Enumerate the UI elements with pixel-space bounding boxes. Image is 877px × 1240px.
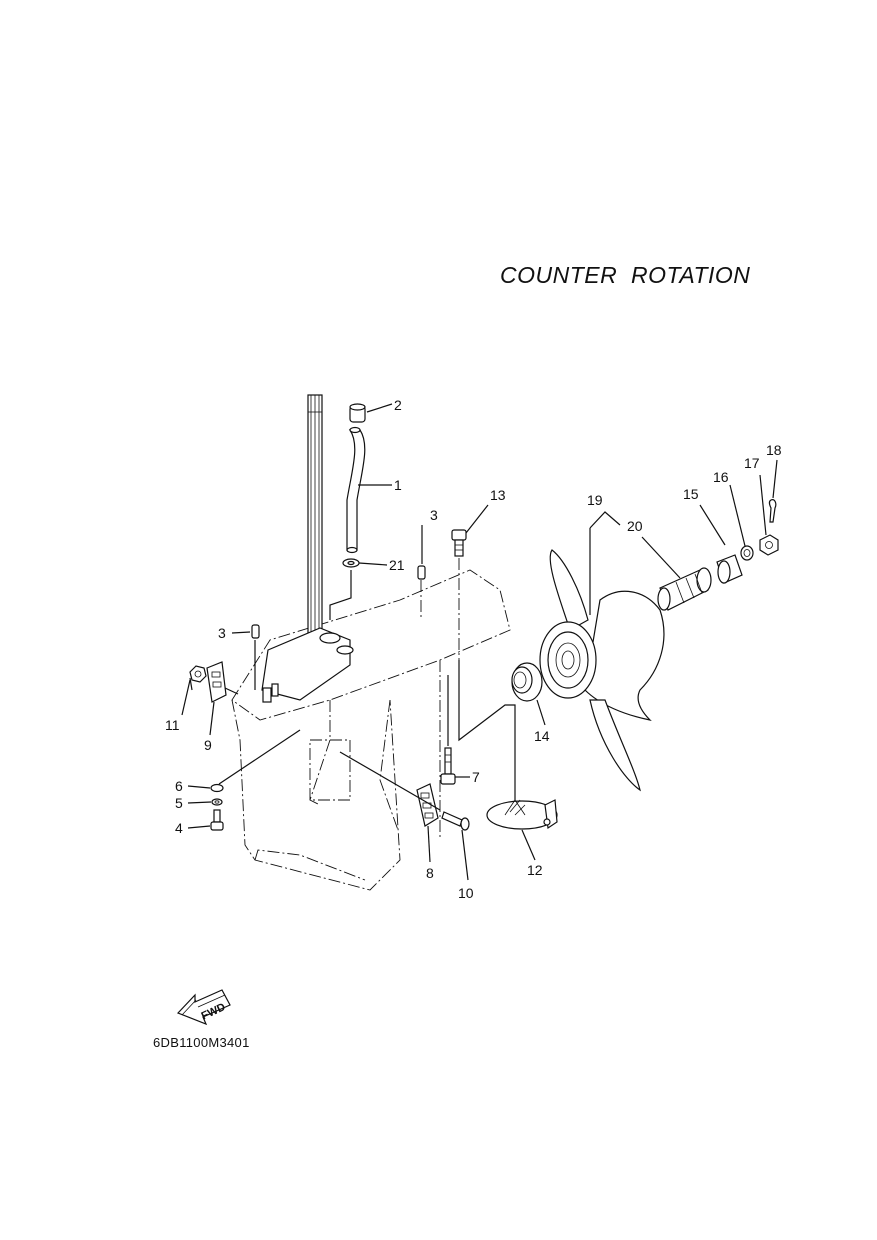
part-9-anode: [206, 661, 239, 703]
diagram-code: 6DB1100M3401: [153, 1035, 250, 1050]
callout-7: 7: [472, 769, 480, 785]
callout-12: 12: [527, 862, 543, 878]
part-7-bolt: [440, 747, 456, 785]
diagram-title: COUNTER ROTATION: [500, 262, 751, 288]
callout-1: 1: [394, 477, 402, 493]
part-5-washer: [211, 798, 223, 806]
part-12-trim-tab: [486, 799, 558, 830]
callout-4: 4: [175, 820, 183, 836]
callout-9: 9: [204, 737, 212, 753]
part-5-washer-hole: [214, 800, 220, 804]
callout-14: 14: [534, 728, 550, 744]
callout-11: 11: [165, 717, 180, 733]
callout-17: 17: [744, 455, 760, 471]
part-17-castle-nut: [759, 534, 779, 556]
callout-18: 18: [766, 442, 782, 458]
part-15-washer: [716, 554, 743, 584]
callout-5: 5: [175, 795, 183, 811]
callout-16: 16: [713, 469, 729, 485]
part-8-anode: [416, 783, 439, 827]
part-21-seal-hole: [347, 560, 355, 566]
part-16-washer-hole: [743, 549, 751, 557]
part-4-bolt: [210, 809, 224, 831]
callout-3-upper: 3: [430, 507, 438, 523]
lower-casing-outline: [231, 569, 511, 891]
callout-labels: 2 1 21 3 3 13 11 9 6 5 4 7 8 10 12 14 19…: [165, 397, 782, 901]
part-11-nut: [189, 665, 207, 683]
part-18-cotter-pin: [768, 499, 777, 523]
part-6-washer: [210, 783, 224, 793]
guide-line-13-to-12: [458, 660, 516, 800]
part-13-bolt: [451, 529, 467, 557]
part-1-water-tube: [346, 426, 366, 554]
callout-21: 21: [389, 557, 405, 573]
part-10-screw: [441, 811, 470, 831]
callout-10: 10: [458, 885, 474, 901]
fwd-arrow-icon: FWD: [176, 989, 231, 1026]
water-pump-housing: [261, 627, 354, 703]
guide-line-21: [329, 570, 352, 620]
callout-8: 8: [426, 865, 434, 881]
callout-2: 2: [394, 397, 402, 413]
callout-20: 20: [627, 518, 643, 534]
part-16-washer: [740, 545, 754, 561]
part-3-dowel-pin-lower: [251, 624, 260, 639]
callout-19: 19: [587, 492, 603, 508]
leader-lines: [181, 403, 778, 881]
part-2-grommet: [349, 403, 366, 423]
drive-shaft: [307, 394, 323, 646]
guide-line-6: [218, 729, 301, 785]
part-14-spacer: [511, 662, 543, 702]
guide-line-8: [339, 751, 441, 811]
part-19-propeller: [539, 549, 665, 792]
part-20-bushing: [657, 567, 712, 611]
callout-15: 15: [683, 486, 699, 502]
callout-3-lower: 3: [218, 625, 226, 641]
part-3-dowel-pin-upper: [417, 565, 426, 580]
callout-6: 6: [175, 778, 183, 794]
callout-13: 13: [490, 487, 506, 503]
